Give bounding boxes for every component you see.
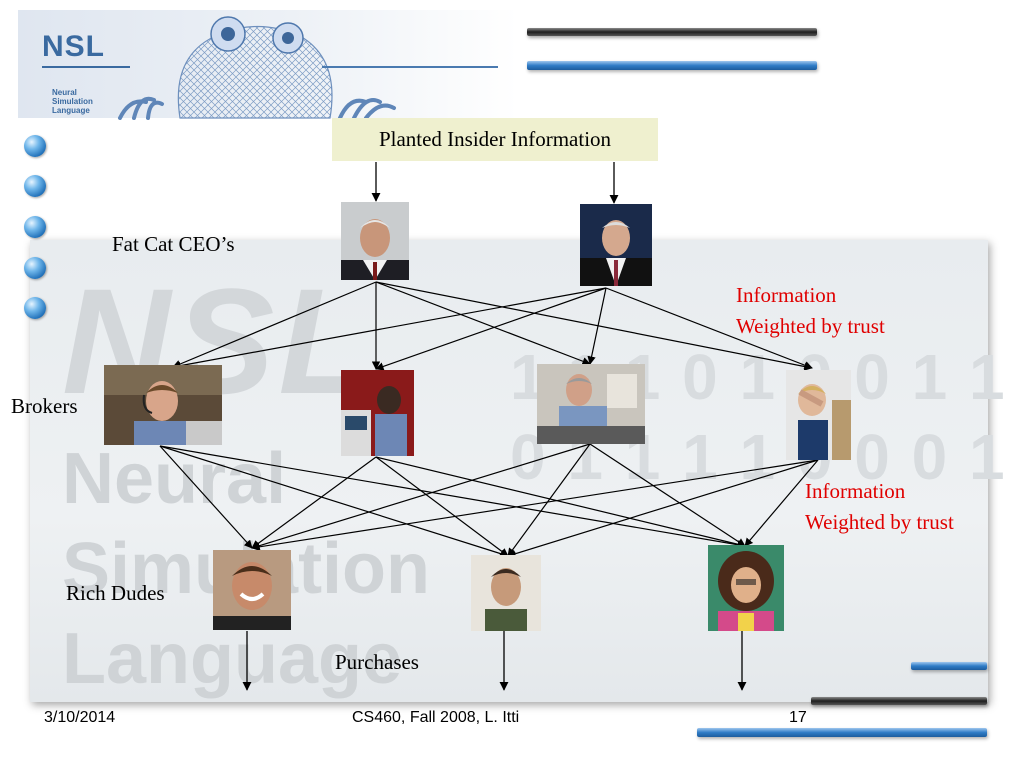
broker-photo	[341, 370, 414, 456]
edge	[375, 287, 607, 371]
logo-title: NSL	[42, 30, 105, 63]
edge	[744, 459, 819, 547]
broker-photo	[104, 365, 222, 445]
logo-subtitle-line: Neural	[52, 88, 77, 97]
bullet-orb-icon	[24, 216, 46, 238]
edge	[251, 459, 819, 551]
broker-to-rich-edges	[159, 443, 819, 558]
annotation-trust: Information Weighted by trust	[736, 280, 885, 342]
annotation-line: Information	[736, 283, 837, 307]
edge	[375, 281, 591, 366]
header-rule	[322, 66, 498, 68]
logo-underline	[42, 66, 130, 68]
edge	[159, 445, 746, 549]
edge	[375, 281, 813, 371]
annotation-line: Weighted by trust	[805, 510, 954, 534]
logo-subtitle-line: Simulation	[52, 97, 93, 106]
frog-mascot-icon	[118, 16, 396, 120]
ceo-to-broker-edges	[172, 281, 813, 371]
watermark-word: Language	[62, 619, 403, 699]
footer-date: 3/10/2014	[44, 709, 116, 726]
edge	[375, 456, 746, 549]
broker-photo	[786, 370, 851, 460]
rich-dude-photo	[213, 550, 291, 630]
ceo-photo	[580, 204, 652, 286]
decorative-bar-blue	[527, 61, 817, 70]
layer-label-ceos: Fat Cat CEO’s	[112, 232, 235, 256]
input-arrows	[371, 162, 619, 204]
edge	[589, 443, 746, 547]
edge	[587, 287, 607, 365]
bullet-orb-icon	[24, 135, 46, 157]
rich-dude-photo	[471, 555, 541, 631]
edge	[507, 443, 591, 557]
layer-label-rich: Rich Dudes	[66, 581, 165, 605]
decorative-bar-blue	[697, 728, 987, 737]
edge	[507, 459, 819, 558]
decorative-bar-dark	[811, 697, 987, 705]
logo-subtitle: Neural Simulation Language	[52, 88, 132, 115]
decorative-bar-dark	[527, 28, 817, 36]
bullet-orb-icon	[24, 257, 46, 279]
edge	[159, 445, 253, 549]
footer-course: CS460, Fall 2008, L. Itti	[352, 709, 520, 726]
edge	[251, 456, 377, 549]
edge	[375, 456, 509, 557]
layer-label-output: Purchases	[335, 650, 419, 674]
bullet-orb-icon	[24, 297, 46, 319]
edge	[251, 443, 591, 550]
watermark-word: Neural	[62, 439, 287, 519]
annotation-trust: Information Weighted by trust	[805, 476, 954, 538]
ceo-photo	[341, 202, 409, 280]
decorative-bar-blue	[911, 662, 987, 670]
edge	[172, 287, 607, 370]
edge	[605, 287, 813, 370]
layer-label-brokers: Brokers	[11, 394, 78, 418]
annotation-line: Information	[805, 479, 906, 503]
broker-photo	[537, 364, 645, 444]
rich-dude-photo	[708, 545, 784, 631]
edge	[172, 281, 377, 368]
diagram-title-box: Planted Insider Information	[332, 118, 658, 161]
footer-page-number: 17	[789, 709, 807, 726]
output-arrows	[242, 631, 747, 691]
annotation-line: Weighted by trust	[736, 314, 885, 338]
edge	[159, 445, 509, 558]
bullet-orb-icon	[24, 175, 46, 197]
logo-subtitle-line: Language	[52, 106, 90, 115]
